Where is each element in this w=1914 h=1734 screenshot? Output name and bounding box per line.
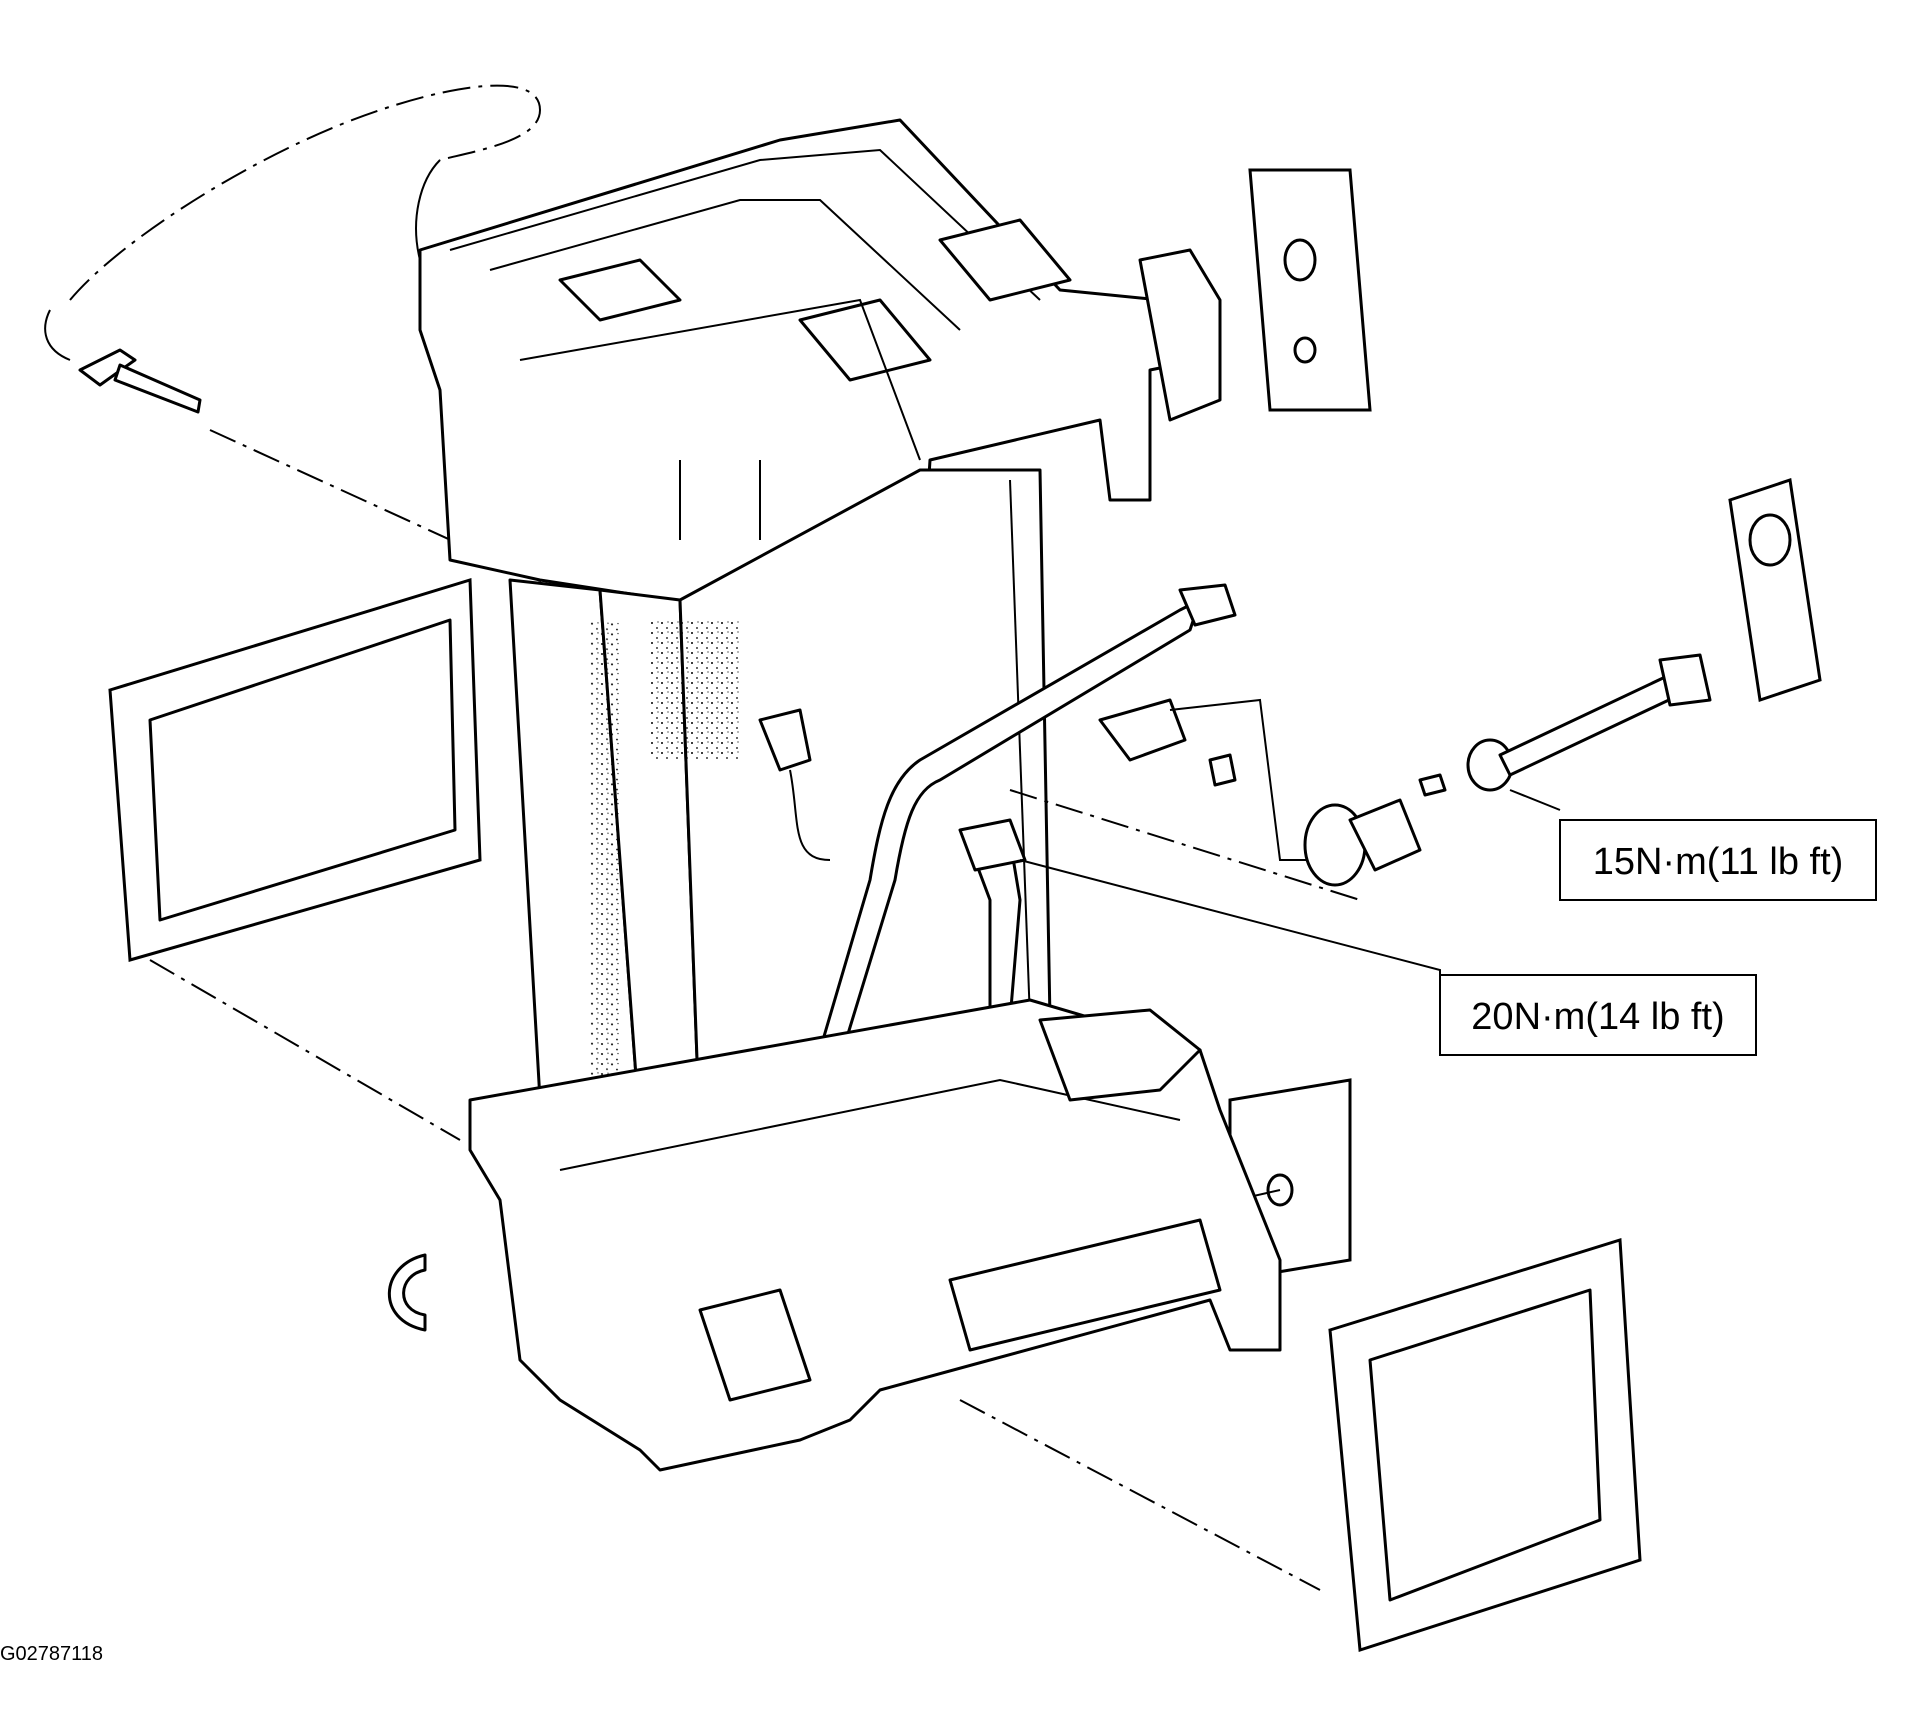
foam-pad-top-right	[1248, 168, 1372, 412]
figure-id: G02787118	[0, 1643, 103, 1665]
left-filter-frame	[108, 577, 482, 1141]
callout-torque-evaporator-fitting: 20N·m(14 lb ft)	[1439, 974, 1757, 1056]
case-connector	[758, 708, 831, 861]
callout-text-expansion-valve: 15N·m(11 lb ft)	[1593, 841, 1844, 883]
callout-torque-expansion-valve: 15N·m(11 lb ft)	[1559, 819, 1877, 901]
right-filter-frame	[1328, 1238, 1642, 1652]
lower-case	[468, 998, 1321, 1591]
evaporator-core	[508, 468, 1052, 1142]
callout-text-evaporator-fitting: 20N·m(14 lb ft)	[1471, 996, 1724, 1038]
upper-case	[418, 118, 1222, 622]
foam-seal-right	[1728, 478, 1822, 702]
temperature-sensor	[78, 348, 561, 591]
retaining-clip	[387, 1253, 427, 1332]
sensor-wire	[44, 84, 542, 361]
expansion-valve	[1009, 653, 1712, 901]
